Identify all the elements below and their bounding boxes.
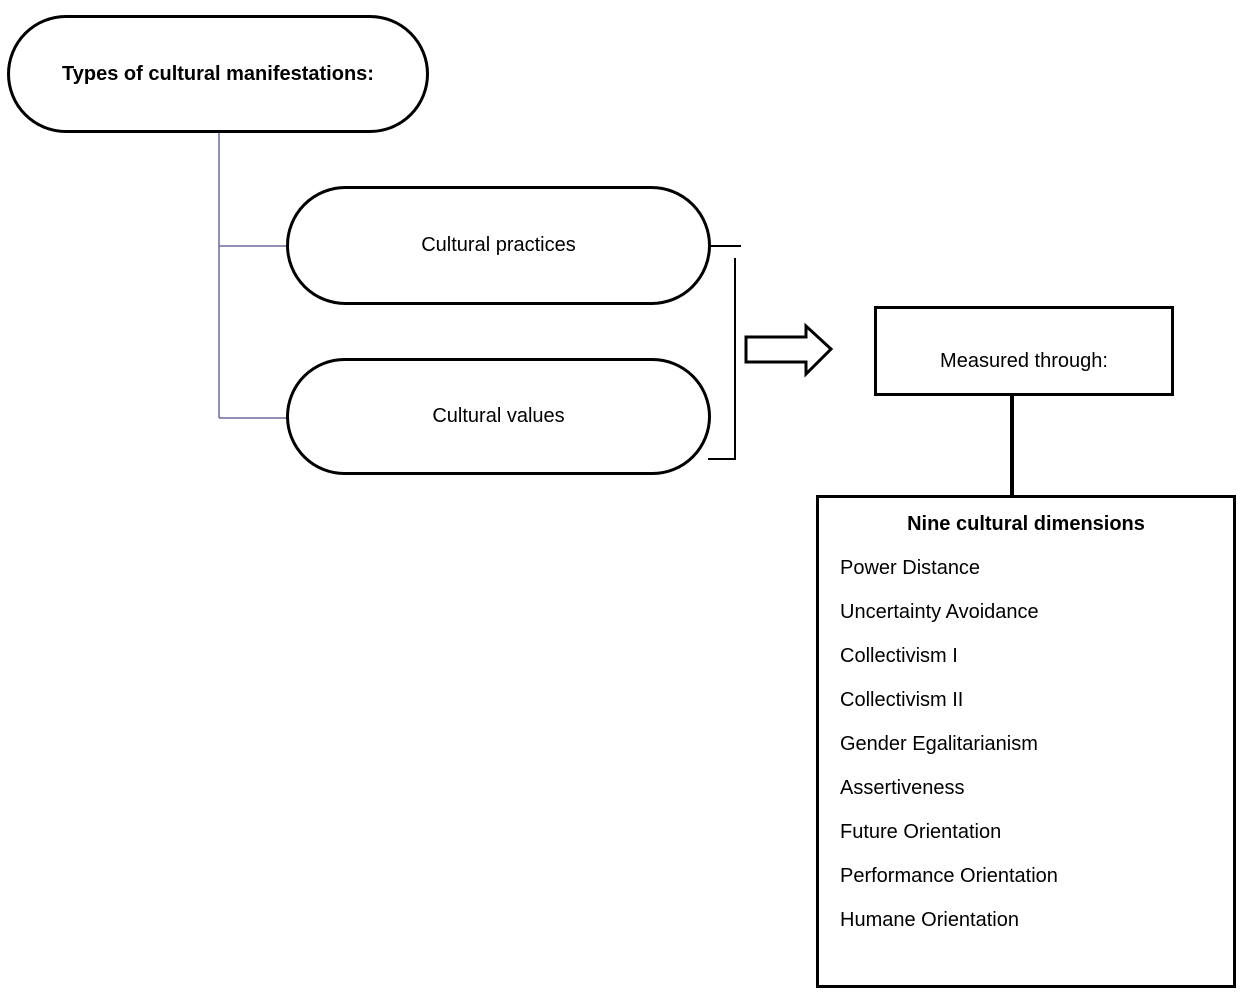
bracket-body bbox=[708, 258, 736, 460]
dimension-item: Gender Egalitarianism bbox=[840, 733, 1038, 755]
cultural-dimensions-list: Power Distance Uncertainty Avoidance Col… bbox=[840, 556, 1058, 952]
cultural-dimensions-title: Nine cultural dimensions bbox=[907, 513, 1145, 535]
dimension-item: Collectivism I bbox=[840, 645, 958, 667]
grouping-bracket bbox=[708, 245, 741, 460]
dimension-item: Assertiveness bbox=[840, 777, 965, 799]
dimension-item: Uncertainty Avoidance bbox=[840, 601, 1039, 623]
cultural-practices-node: Cultural practices bbox=[286, 186, 711, 305]
measured-through-box: Measured through: bbox=[874, 306, 1174, 396]
dimension-item: Collectivism II bbox=[840, 689, 964, 711]
dimension-item: Power Distance bbox=[840, 557, 981, 579]
dimension-item: Performance Orientation bbox=[840, 865, 1058, 887]
measured-through-label: Measured through: bbox=[940, 350, 1108, 372]
right-arrow-icon bbox=[744, 322, 834, 378]
cultural-dimensions-box: Nine cultural dimensions Power Distance … bbox=[816, 495, 1236, 988]
root-node-label: Types of cultural manifestations: bbox=[62, 62, 374, 85]
tree-connector bbox=[218, 133, 287, 419]
cultural-values-node: Cultural values bbox=[286, 358, 711, 475]
dimension-item: Humane Orientation bbox=[840, 909, 1019, 931]
root-node: Types of cultural manifestations: bbox=[7, 15, 429, 133]
dimension-item: Future Orientation bbox=[840, 821, 1002, 843]
cultural-values-label: Cultural values bbox=[432, 405, 565, 427]
cultural-practices-label: Cultural practices bbox=[421, 234, 576, 256]
